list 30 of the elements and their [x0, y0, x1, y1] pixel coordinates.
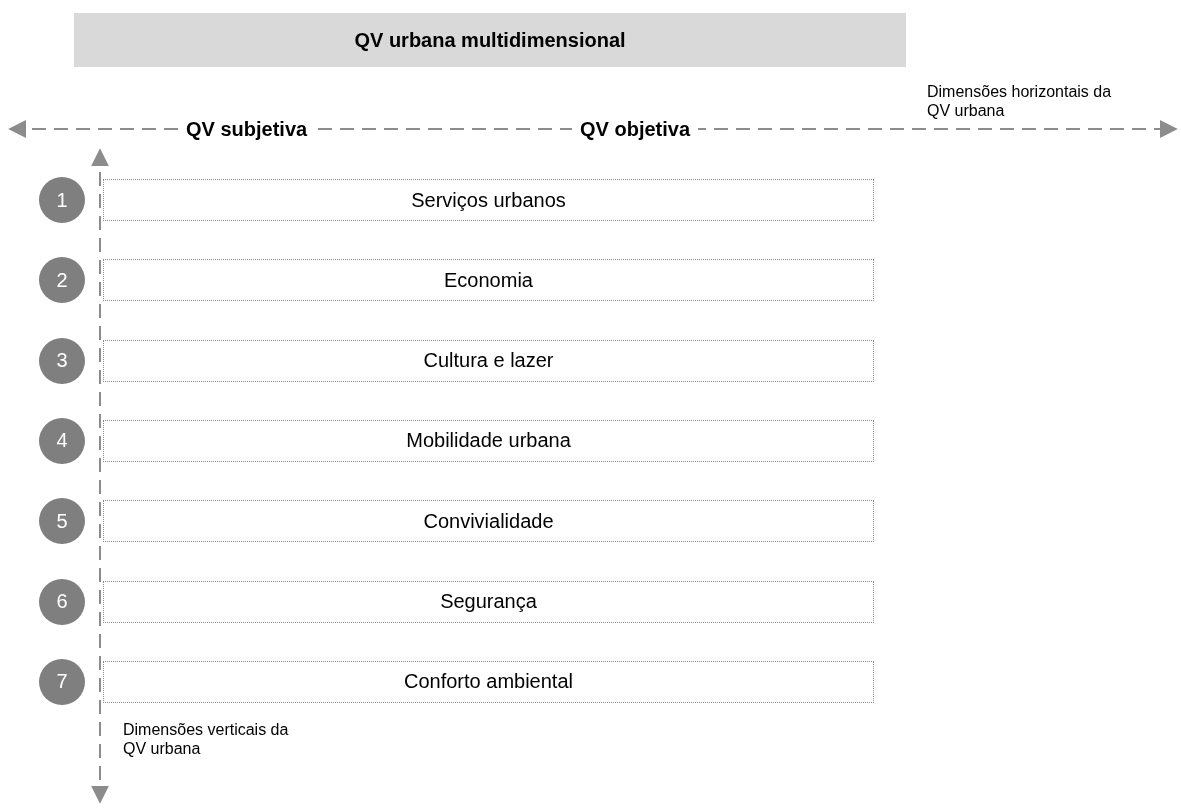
number-circle [39, 498, 85, 545]
dimension-box [103, 179, 874, 221]
number-circle [39, 257, 85, 304]
callout-number: 6 [56, 590, 68, 613]
dimension-box [103, 660, 874, 703]
dimension-label: Segurança [440, 590, 537, 613]
dimension-label: Conforto ambiental [404, 670, 573, 694]
dimension-label: Serviços urbanos [411, 188, 566, 212]
dimension-label: Convivialidade [423, 509, 554, 533]
number-circle [39, 417, 85, 464]
title-text: QV urbana multidimensional [354, 28, 626, 52]
callout-number: 4 [56, 429, 68, 453]
dimension-box [103, 580, 874, 623]
callout-number: 5 [56, 509, 68, 533]
dimension-box [103, 500, 874, 543]
callout-number: 3 [56, 349, 68, 373]
number-circle [39, 578, 85, 625]
dimension-label: Economia [444, 268, 533, 292]
callout-number: 2 [56, 268, 68, 292]
number-circle [39, 658, 85, 705]
number-circle [39, 337, 85, 384]
title-band [74, 13, 906, 67]
number-circle [39, 177, 85, 223]
dimension-box [103, 339, 874, 382]
callout-number: 7 [56, 670, 68, 694]
dimension-box [103, 259, 874, 302]
dimension-label: Cultura e lazer [423, 349, 554, 373]
dimension-box [103, 419, 874, 462]
dimension-label: Mobilidade urbana [406, 429, 571, 453]
callout-number: 1 [56, 188, 68, 212]
